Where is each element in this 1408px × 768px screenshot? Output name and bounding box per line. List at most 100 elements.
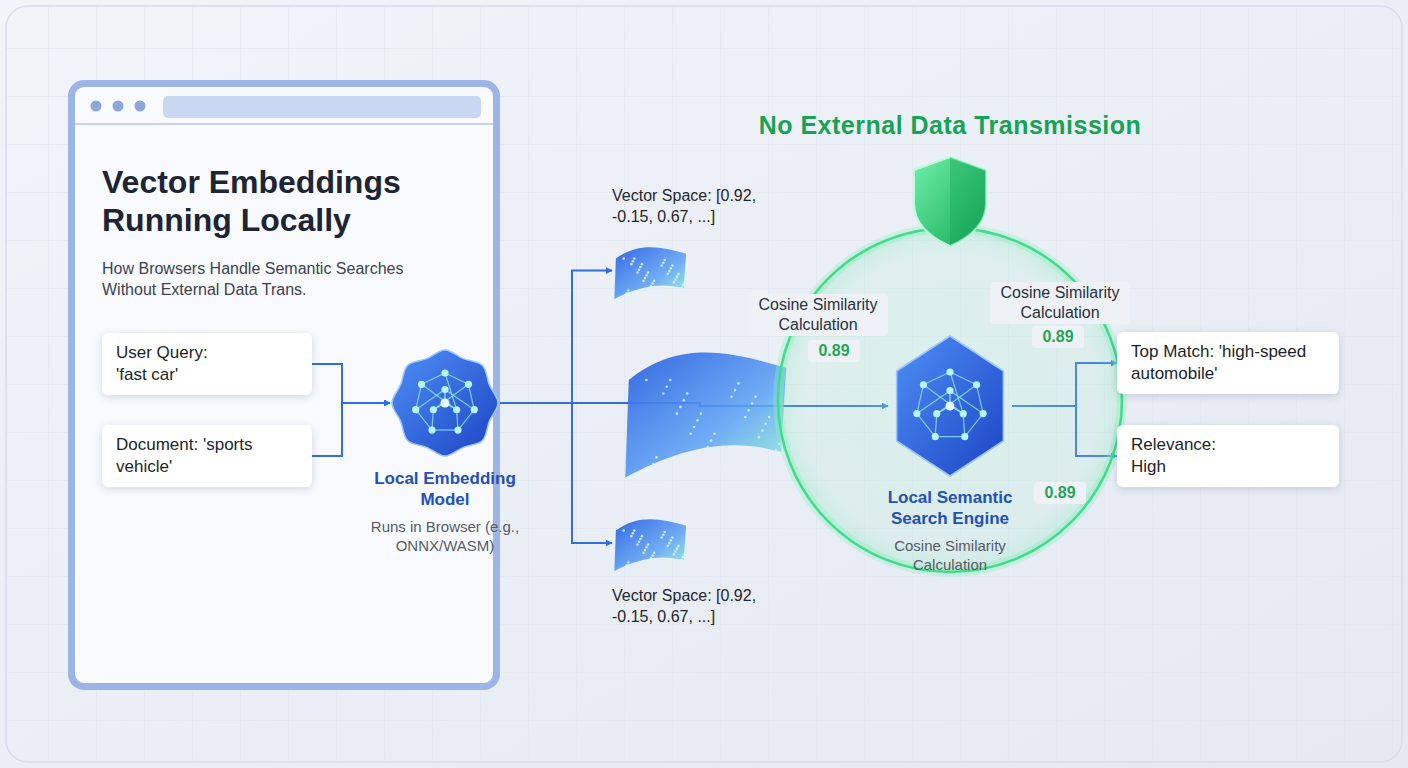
vector-dot [639,538,642,541]
result-box: Relevance: High [1117,425,1339,487]
vector-dot [764,422,767,425]
vector-dot [635,567,638,570]
result-box: Top Match: 'high-speed automobile' [1117,332,1339,394]
vector-dot [679,289,682,292]
network-dot [946,387,953,394]
connector-arrow [312,403,390,456]
network-glyph [913,368,986,440]
vector-sheet [614,247,686,299]
network-dot [913,410,920,417]
network-dot [980,410,987,417]
card [6,6,1402,762]
vector-dot [624,567,627,570]
vector-dot [654,296,657,299]
vector-dot [633,529,636,532]
vector-dot [717,473,720,476]
vector-dot [673,281,676,284]
document-text: Document: 'sports vehicle' [116,434,261,478]
vector-dot [633,257,636,260]
vector-dot [696,419,699,422]
model-title: Local Embedding Model [355,468,535,511]
network-link [923,385,963,414]
vector-dot [659,287,662,290]
vector-space: Vector Space: [0.92, -0.15, 0.67, ...] [612,512,792,628]
vector-dot [689,432,692,435]
vector-dot [625,292,628,295]
vector-dot [706,446,709,449]
vector-space: Vector Space: [0.92, -0.15, 0.67, ...] [612,186,792,302]
vector-dot [627,561,630,564]
vector-dot [656,293,659,296]
vector-dot [645,546,648,549]
similarity-label: Cosine Similarity Calculation [748,294,888,336]
engine-title: Local Semantic Search Engine [870,487,1030,530]
shield-shade [950,157,986,246]
vector-dot [644,549,647,552]
vector-dot [625,564,628,567]
vector-dot [642,279,645,282]
vector-dot [741,473,744,476]
vector-dot [653,552,656,555]
vector-dot [730,396,733,399]
network-link [935,436,965,437]
window-dot [91,101,102,112]
vector-dot [673,553,676,556]
vector-dot [660,264,663,267]
score-value: 0.89 [808,340,860,362]
network-dot [441,369,448,376]
network-link [917,414,935,437]
vector-dot [638,540,641,543]
vector-dot [676,275,679,278]
vector-dot [630,262,633,265]
model-note: Runs in Browser (e.g., ONNX/WASM) [370,517,520,556]
vector-dot [635,294,638,297]
browser-bar-line [72,123,496,125]
result-text: Relevance: High [1131,434,1231,478]
vector-dot [754,396,757,399]
vector-dot [632,532,635,535]
network-link [458,410,474,430]
vector-dot [654,568,657,571]
vector-sheet [614,519,686,571]
vector-dot [645,274,648,277]
vector-dot [656,565,659,568]
privacy-boundary: No External Data TransmissionLocal Seman… [775,225,1125,575]
engine-icon [888,335,1012,477]
vector-dot [645,379,648,382]
network-dot [453,406,460,413]
vector-dot [703,453,706,456]
vector-dot [677,545,680,548]
vector-dot [747,409,750,412]
vector-dot [651,282,654,285]
network-dot [412,406,419,413]
vector-dot [639,265,642,268]
vector-dot [659,560,662,563]
window-dot [135,101,146,112]
vector-dot [647,271,650,274]
similarity-label: Cosine Similarity Calculation [990,282,1130,324]
network-link [445,390,474,410]
vector-icon [612,240,690,302]
network-dot [471,406,478,413]
vector-dot [652,463,655,466]
vector-dot [751,402,754,405]
vector-dot [679,561,682,564]
vector-dot [657,290,660,293]
vector-dot [674,278,677,281]
shield [914,157,986,246]
network-link [416,390,445,410]
vector-space-illustration [620,335,795,485]
network-dot [428,426,435,433]
vector-dot [727,453,730,456]
network-dot [920,381,927,388]
network-link [965,414,983,437]
vector-dot [650,285,653,288]
vector-dot [665,568,668,571]
vector-dot [677,272,680,275]
result-text: Top Match: 'high-speed automobile' [1131,341,1325,385]
vector-dot [662,261,665,264]
vector-dot [683,553,686,556]
vector-dot [636,543,639,546]
vector-dot [672,469,675,472]
